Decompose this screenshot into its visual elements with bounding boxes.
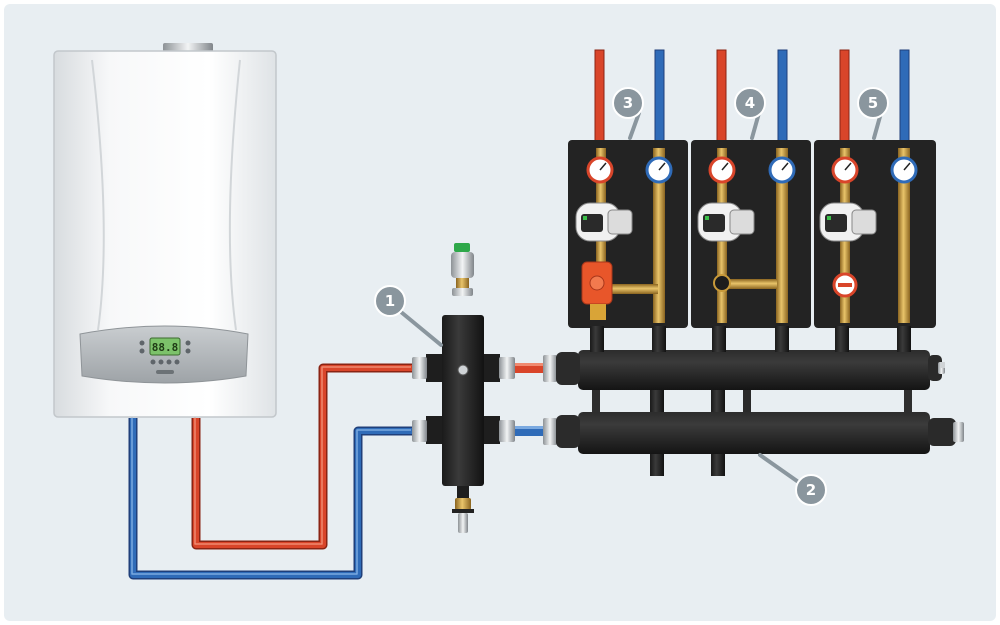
callout-3: 3 xyxy=(612,87,644,140)
boiler-button xyxy=(139,340,145,346)
boiler-button xyxy=(139,348,145,354)
pump-group-3 xyxy=(568,49,688,328)
callout-1: 1 xyxy=(374,285,443,347)
boiler-button xyxy=(150,359,156,365)
boiler-display-text: 88.8 xyxy=(152,341,179,354)
boiler-button xyxy=(166,359,172,365)
boiler-body xyxy=(53,50,277,418)
mixing-valve-knob xyxy=(713,274,731,292)
pump-group-4 xyxy=(691,49,811,328)
boiler-display xyxy=(149,337,181,356)
boiler-button xyxy=(185,348,191,354)
group-risers xyxy=(590,326,911,352)
boiler-button xyxy=(158,359,164,365)
distribution-manifold xyxy=(515,350,964,476)
hydraulic-separator xyxy=(412,243,515,533)
gas-boiler: 88.8 xyxy=(53,43,277,418)
manifold-return-bar xyxy=(578,412,930,454)
pump-group-5 xyxy=(814,49,936,328)
callout-label: 4 xyxy=(745,94,755,112)
callout-5: 5 xyxy=(857,87,889,140)
boiler-button xyxy=(174,359,180,365)
manifold-supply-bar xyxy=(578,350,930,390)
callout-label: 5 xyxy=(868,94,878,112)
callout-label: 3 xyxy=(623,94,633,112)
callout-label: 2 xyxy=(806,481,816,499)
boiler-button xyxy=(185,340,191,346)
callout-label: 1 xyxy=(385,292,395,310)
callout-2: 2 xyxy=(758,453,827,506)
boiler-pipes xyxy=(128,363,412,580)
flue-collar xyxy=(163,43,213,52)
callout-4: 4 xyxy=(734,87,766,140)
separator-body xyxy=(442,315,484,486)
